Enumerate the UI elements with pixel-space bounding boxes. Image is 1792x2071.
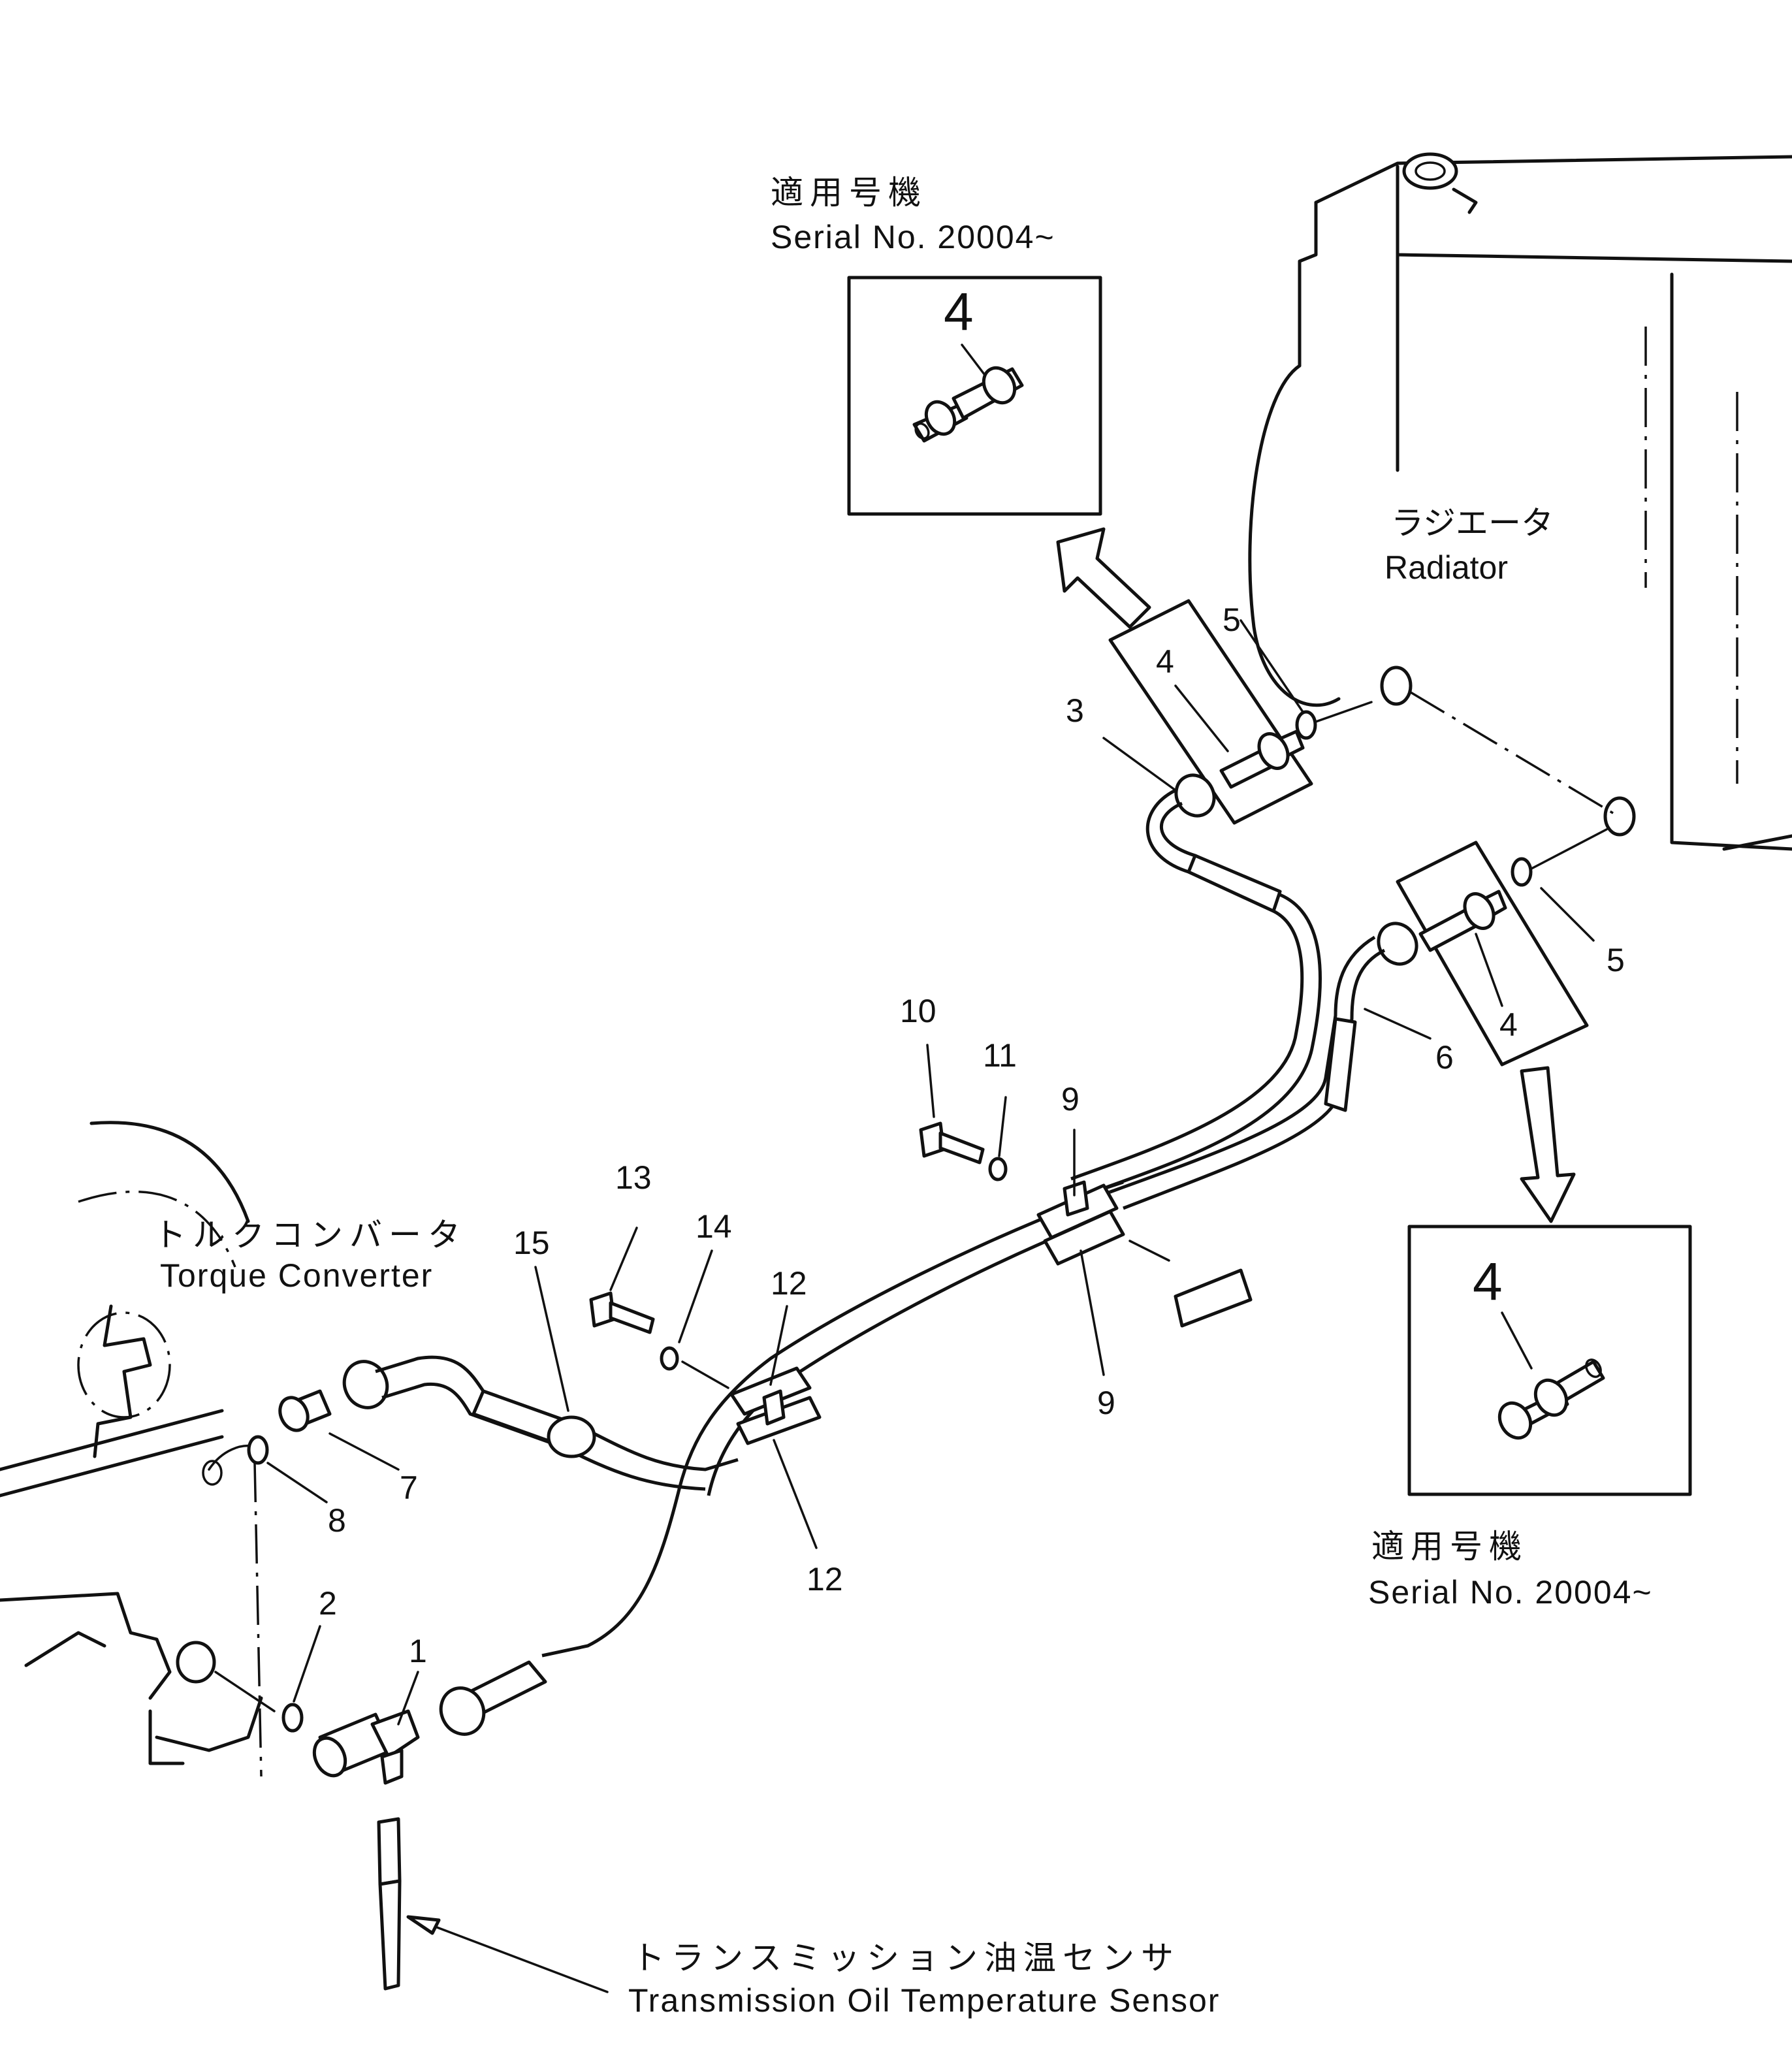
part-number-7: 7: [400, 1469, 418, 1506]
radiator-jp: ラジエータ: [1391, 505, 1554, 541]
sensor-jp: トランスミッション油温センサ: [632, 1939, 1180, 1977]
serial-top-jp: 適用号機: [771, 174, 927, 212]
serial-top-en: Serial No. 20004~: [771, 219, 1055, 255]
washer-11: [988, 1157, 1008, 1181]
part-number-10: 10: [900, 993, 936, 1029]
o-ring-5-upper: [1295, 710, 1317, 740]
radiator-port-lower: [1603, 796, 1636, 837]
clamp-15: [547, 1415, 596, 1458]
part-number-12: 12: [807, 1561, 843, 1597]
radiator-en: Radiator: [1384, 549, 1508, 586]
fitting-4-detail-top: [912, 366, 1024, 443]
fitting-1: [312, 1709, 420, 1785]
part-number-15: 15: [513, 1225, 550, 1261]
hose-6: [1110, 922, 1418, 1210]
part-number-4: 4: [1156, 643, 1174, 680]
part-number-labels: 3 4 5 5 4 6 10 11 9 9 13 14 12 12 15 7 8…: [319, 602, 1625, 1669]
fitting-4-upper: [1219, 730, 1305, 789]
clamp-9: [1036, 1180, 1253, 1328]
part-number-5: 5: [1607, 942, 1625, 978]
sensor-en: Transmission Oil Temperature Sensor: [628, 1982, 1220, 2019]
serial-bottom-en: Serial No. 20004~: [1368, 1574, 1653, 1611]
part-number-3: 3: [1066, 692, 1084, 729]
part-number-12: 12: [771, 1265, 807, 1302]
hose-15: [342, 1355, 739, 1491]
detail-box-bottom: [1407, 1225, 1692, 1496]
radiator: [1248, 152, 1792, 851]
part-number-11: 11: [983, 1037, 1017, 1074]
fitting-7: [278, 1389, 332, 1432]
part-number-13: 13: [615, 1159, 652, 1196]
part-number-6: 6: [1435, 1039, 1454, 1076]
fitting-4-lower: [1418, 890, 1507, 952]
arrow-to-bottom-detail: [1520, 1066, 1576, 1223]
part-number-14: 14: [696, 1208, 732, 1245]
fitting-box-upper: [1108, 599, 1614, 825]
detail-callout-top: 4: [944, 282, 974, 342]
washer-14: [660, 1346, 679, 1371]
torque-converter: [0, 1121, 276, 1777]
bolt-13: [589, 1291, 655, 1334]
hose-main: [439, 1190, 1111, 1736]
part-number-4: 4: [1499, 1006, 1518, 1043]
o-ring-5-lower: [1511, 857, 1533, 887]
detail-callout-bottom: 4: [1473, 1252, 1503, 1311]
part-number-9: 9: [1061, 1081, 1080, 1117]
part-number-9: 9: [1097, 1385, 1115, 1421]
arrow-to-top-detail: [1056, 527, 1151, 629]
leader-lines: [266, 619, 1595, 1726]
detail-box-top: [847, 276, 1102, 516]
bracket: [1174, 1268, 1253, 1328]
clamp-12: [729, 1366, 822, 1445]
part-number-5: 5: [1223, 602, 1241, 638]
part-number-2: 2: [319, 1585, 337, 1622]
o-ring-2: [281, 1703, 304, 1733]
fitting-4-detail-bottom: [1497, 1358, 1605, 1440]
part-number-1: 1: [409, 1633, 427, 1669]
o-ring-8: [247, 1435, 269, 1465]
fitting-box-lower: [1396, 828, 1608, 1067]
sensor-arrowhead: [406, 1915, 441, 1935]
hose-3: [1070, 773, 1322, 1197]
radiator-port-upper: [1380, 666, 1413, 706]
sensor-leader-line: [417, 1919, 609, 1993]
torque-en: Torque Converter: [160, 1257, 433, 1294]
torque-jp: トルクコンバータ: [153, 1216, 467, 1254]
port-o-ring-2: [176, 1641, 216, 1684]
part-number-8: 8: [328, 1502, 346, 1539]
temperature-sensor: [377, 1817, 402, 1991]
bolt-10: [919, 1121, 985, 1164]
serial-bottom-jp: 適用号機: [1371, 1528, 1528, 1565]
